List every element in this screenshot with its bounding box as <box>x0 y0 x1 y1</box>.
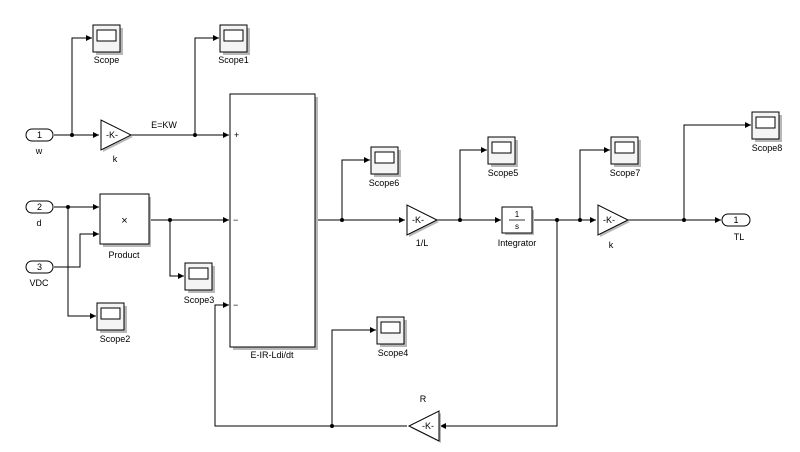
inport-vdc[interactable]: 3 VDC <box>25 260 54 288</box>
scope6-block[interactable]: Scope6 <box>369 146 401 188</box>
scope8-label: Scope8 <box>752 143 783 153</box>
integrator-denominator: s <box>515 222 519 231</box>
gain-k-output[interactable]: -K- k <box>597 204 630 250</box>
sum-input-minus-sign-1: − <box>233 215 238 225</box>
integrator-block[interactable]: 1 s Integrator <box>498 206 537 248</box>
inport-d-label: d <box>36 218 41 228</box>
scope6-label: Scope6 <box>369 178 400 188</box>
emf-subsystem-label: E-IR-Ldi/dt <box>250 350 294 360</box>
line-d-to-scope2[interactable] <box>67 207 96 319</box>
line-current-to-gainR[interactable] <box>440 220 558 429</box>
branch-dot <box>330 424 334 428</box>
outport-tl-number: 1 <box>733 215 738 225</box>
gain-R-label: R <box>420 394 427 404</box>
line-ekw-to-scope1[interactable] <box>194 35 219 135</box>
signal-lines <box>54 35 751 429</box>
gain-1-over-L-value: -K- <box>412 215 424 225</box>
branch-dot <box>555 218 559 222</box>
scope3-label: Scope3 <box>184 295 215 305</box>
branch-dot <box>458 218 462 222</box>
scope8-block[interactable]: Scope8 <box>751 111 783 153</box>
scope4-block[interactable]: Scope4 <box>376 316 409 358</box>
scope1-label: Scope1 <box>218 55 249 65</box>
scope7-block[interactable]: Scope7 <box>610 136 641 178</box>
branch-dot <box>168 218 172 222</box>
line-gainR-to-scope4[interactable] <box>331 327 376 426</box>
gain-k-output-value: -K- <box>603 215 615 225</box>
scope3-block[interactable]: Scope3 <box>184 262 215 305</box>
signal-ekw-label: E=KW <box>151 120 177 130</box>
inport-d[interactable]: 2 d <box>25 200 54 228</box>
gain-R[interactable]: -K- R <box>407 394 441 443</box>
scope7-label: Scope7 <box>610 168 641 178</box>
inport-w[interactable]: 1 w <box>25 128 54 156</box>
line-gain-to-scope8[interactable] <box>683 122 751 220</box>
branch-dot <box>70 133 74 137</box>
integrator-label: Integrator <box>498 238 537 248</box>
scope2-label: Scope2 <box>100 334 131 344</box>
product-label: Product <box>108 250 140 260</box>
product-block[interactable]: × Product <box>99 193 151 260</box>
branch-dot <box>66 205 70 209</box>
integrator-numerator: 1 <box>515 210 520 219</box>
branch-points <box>66 133 686 428</box>
inport-vdc-number: 3 <box>37 262 42 272</box>
gain-k-input-value: -K- <box>106 130 118 140</box>
line-integrator-to-scope7[interactable] <box>579 147 610 220</box>
gain-R-value: -K- <box>422 421 434 431</box>
line-gainR-to-sum[interactable] <box>214 302 407 427</box>
outport-tl[interactable]: 1 TL <box>721 213 751 242</box>
line-sum-to-scope6[interactable] <box>341 157 370 220</box>
inport-w-number: 1 <box>37 130 42 140</box>
gain-k-input-label: k <box>113 154 118 164</box>
inport-vdc-label: VDC <box>29 278 49 288</box>
inport-w-label: w <box>35 146 43 156</box>
gain-1-over-L[interactable]: -K- 1/L <box>406 204 439 248</box>
gain-k-output-label: k <box>609 240 614 250</box>
scope1-block[interactable]: Scope1 <box>218 24 250 65</box>
branch-dot <box>193 133 197 137</box>
scope4-label: Scope4 <box>378 348 409 358</box>
branch-dot <box>340 218 344 222</box>
sum-input-plus-sign: + <box>234 130 239 140</box>
gain-k-input[interactable]: -K- k <box>100 119 133 164</box>
scope5-block[interactable]: Scope5 <box>487 136 519 178</box>
scope-block[interactable]: Scope <box>92 24 123 65</box>
gain-1-over-L-label: 1/L <box>416 238 429 248</box>
product-symbol: × <box>121 215 127 227</box>
emf-subsystem-block[interactable]: + − − E-IR-Ldi/dt <box>229 93 318 360</box>
scope2-block[interactable]: Scope2 <box>96 302 131 344</box>
line-w-to-scope[interactable] <box>71 35 92 135</box>
sum-input-minus-sign-2: − <box>233 300 238 310</box>
line-vdc-to-product[interactable] <box>54 231 99 268</box>
scope-label: Scope <box>94 55 120 65</box>
line-product-to-scope3[interactable] <box>169 220 184 279</box>
line-gainL-to-scope5[interactable] <box>459 147 487 220</box>
scope5-label: Scope5 <box>488 168 519 178</box>
inport-d-number: 2 <box>37 202 42 212</box>
outport-tl-label: TL <box>734 232 745 242</box>
branch-dot <box>578 218 582 222</box>
branch-dot <box>682 218 686 222</box>
